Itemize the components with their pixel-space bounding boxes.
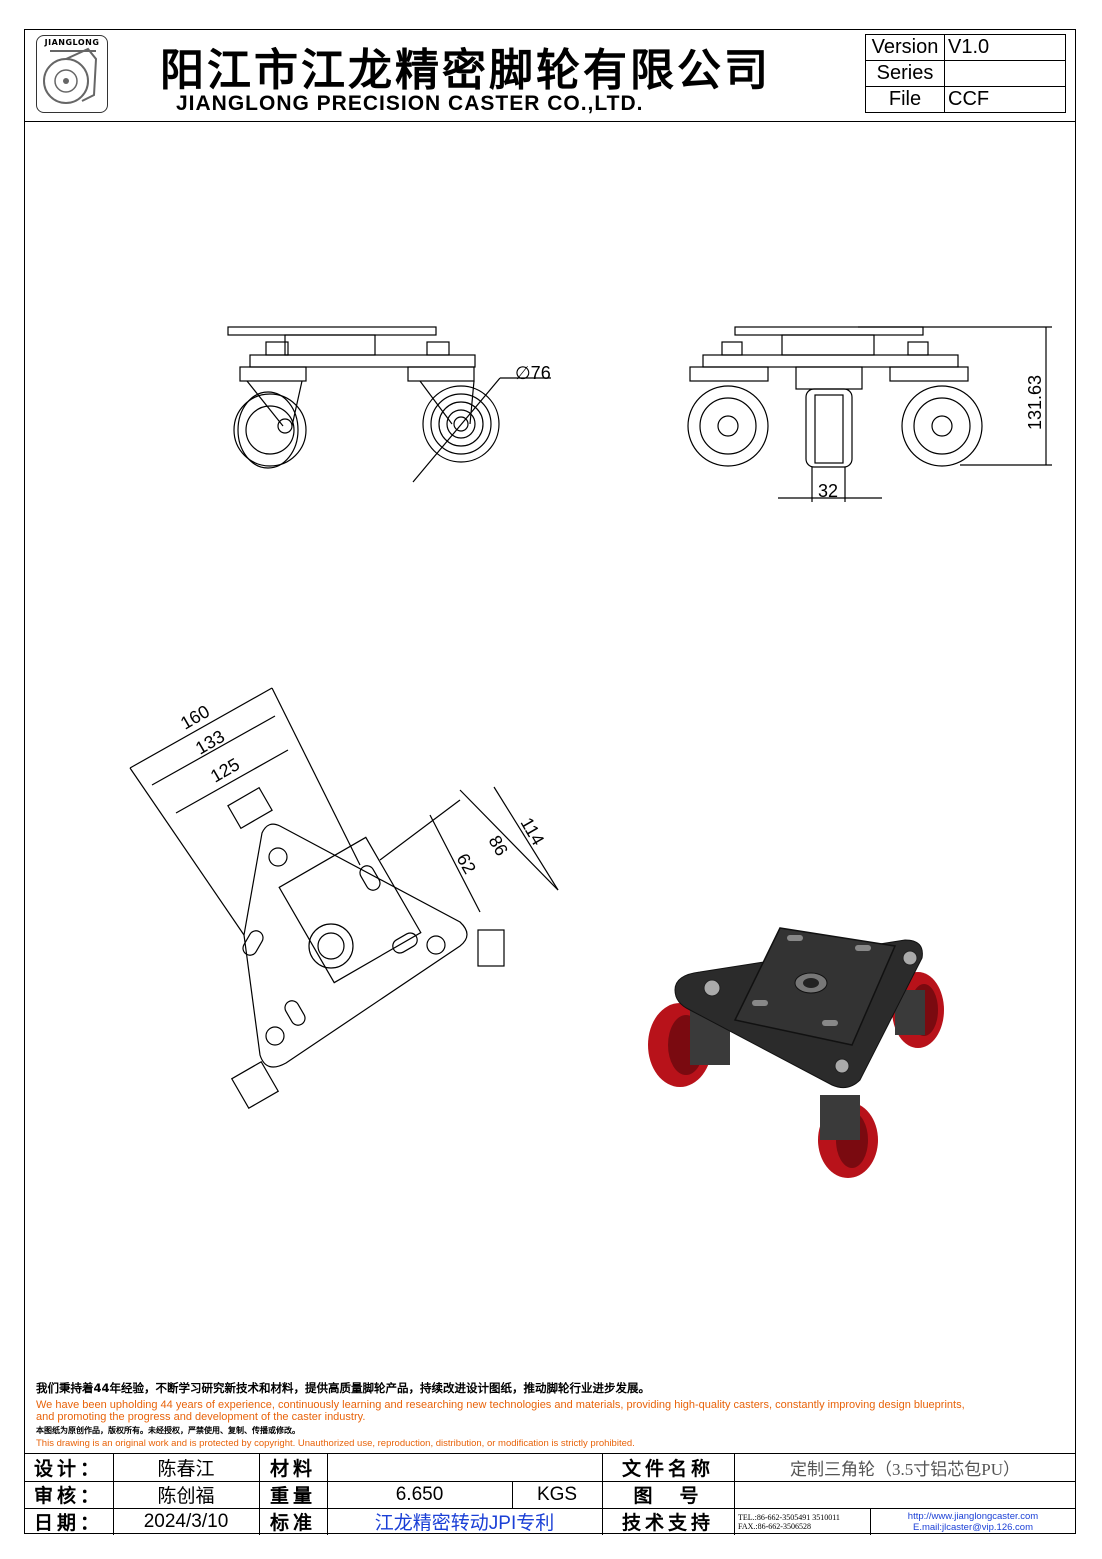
front-view	[227, 326, 551, 483]
file-label: File	[865, 86, 945, 113]
design-value: 陈春江	[157, 1459, 215, 1480]
date-label: 日期：	[33, 1512, 103, 1534]
contact-web: http://www.jianglongcaster.com E.mail:jl…	[870, 1508, 1076, 1535]
contact-phone: TEL.:86-662-3505491 3510011 FAX.:86-662-…	[734, 1508, 870, 1535]
dim-114: 114	[517, 814, 549, 849]
filename-label: 文件名称	[621, 1458, 714, 1480]
dim-133: 133	[192, 726, 228, 758]
copyright-en: This drawing is an original work and is …	[36, 1438, 635, 1449]
material-label: 材料	[269, 1458, 316, 1480]
weight-value: 6.650	[395, 1483, 444, 1505]
review-value: 陈创福	[157, 1486, 215, 1507]
drawing-no-label: 图 号	[633, 1485, 703, 1507]
isometric-render	[648, 927, 944, 1178]
note-cn: 我们秉持着44年经验，不断学习研究新技术和材料，提供高质量脚轮产品，持续改进设计…	[36, 1381, 650, 1395]
company-name-en: JIANGLONG PRECISION CASTER CO.,LTD.	[176, 92, 644, 115]
email-link[interactable]: E.mail:jlcaster@vip.126.com	[913, 1521, 1033, 1533]
notes-block: 我们秉持着44年经验，不断学习研究新技术和材料，提供高质量脚轮产品，持续改进设计…	[36, 1380, 1076, 1449]
version-value: V1.0	[944, 34, 1066, 61]
weight-unit: KGS	[536, 1483, 578, 1505]
copyright-cn: 本图纸为原创作品，版权所有。未经授权，严禁使用、复制、传播或修改。	[36, 1426, 300, 1435]
drawing-no-value	[734, 1481, 1076, 1508]
dim-wheel-dia: ∅76	[515, 363, 551, 383]
dim-width: 32	[818, 481, 838, 501]
file-value: CCF	[944, 86, 1066, 113]
standard-label: 标准	[269, 1512, 316, 1534]
dim-160: 160	[177, 701, 213, 733]
title-block: 设计： 陈春江 材料 文件名称 定制三角轮（3.5寸铝芯包PU） 审核： 陈创福…	[24, 1453, 1076, 1535]
caster-logo-icon	[43, 47, 98, 104]
dim-height: 131.63	[1025, 375, 1045, 430]
note-en-1: We have been upholding 44 years of exper…	[36, 1399, 965, 1411]
tel: TEL.:86-662-3505491 3510011	[738, 1512, 840, 1522]
website-link[interactable]: http://www.jianglongcaster.com	[907, 1510, 1039, 1522]
logo-text: JIANGLONG	[44, 38, 100, 47]
standard-value: 江龙精密转动JPI专利	[374, 1513, 555, 1534]
weight-label: 重量	[269, 1485, 316, 1507]
dim-125: 125	[207, 754, 243, 786]
version-table: Version V1.0 Series File CCF	[865, 34, 1066, 113]
material-value	[327, 1454, 602, 1481]
dim-62: 62	[453, 850, 480, 877]
drawing-frame	[24, 29, 1076, 1534]
design-label: 设计：	[33, 1458, 103, 1480]
company-logo: JIANGLONG	[36, 35, 108, 113]
series-label: Series	[865, 60, 945, 87]
support-label: 技术支持	[621, 1512, 714, 1534]
review-label: 审核：	[33, 1485, 103, 1507]
dim-86: 86	[485, 832, 512, 859]
company-name-cn: 阳江市江龙精密脚轮有限公司	[160, 45, 771, 96]
date-value: 2024/3/10	[143, 1510, 229, 1532]
filename-value: 定制三角轮（3.5寸铝芯包PU）	[790, 1460, 1020, 1479]
header	[24, 29, 1076, 122]
version-label: Version	[865, 34, 945, 61]
note-en-2: and promoting the progress and developme…	[36, 1411, 366, 1423]
side-view	[687, 326, 1052, 502]
fax: FAX.:86-662-3506528	[738, 1521, 811, 1531]
top-view	[129, 687, 559, 1110]
